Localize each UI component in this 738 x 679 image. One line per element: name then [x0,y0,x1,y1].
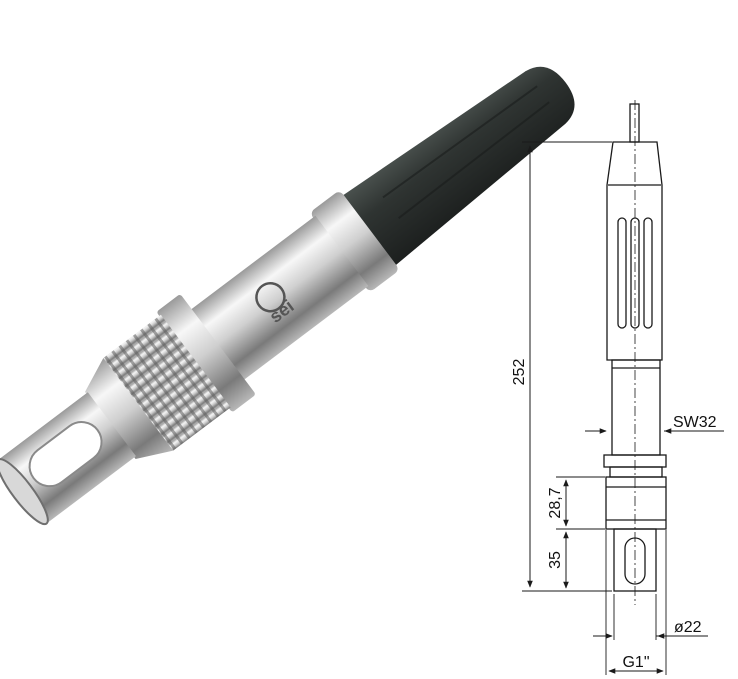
dim-g1-label: G1" [622,654,649,671]
steel-collar [311,192,398,291]
drawing-thread [605,476,667,530]
shoulder [85,358,174,459]
drawing-shaft [611,359,661,456]
drawing-handle [606,141,663,361]
sensor-photo: sei [0,66,575,526]
dim-diameter-label: ø22 [674,619,702,636]
cable [629,103,640,143]
dim-overall-label: 252 [511,359,528,386]
cage-window [28,421,103,488]
thread-section [103,314,231,451]
dim-cage-label: 35 [547,551,564,569]
technical-drawing [522,100,724,675]
steel-body [187,215,369,383]
dim-thread-label: 28,7 [547,487,564,518]
dim-wrench-label: SW32 [673,414,717,431]
cage-tip [0,458,49,526]
rubber-handle [339,66,575,268]
hex-flange [157,295,255,412]
